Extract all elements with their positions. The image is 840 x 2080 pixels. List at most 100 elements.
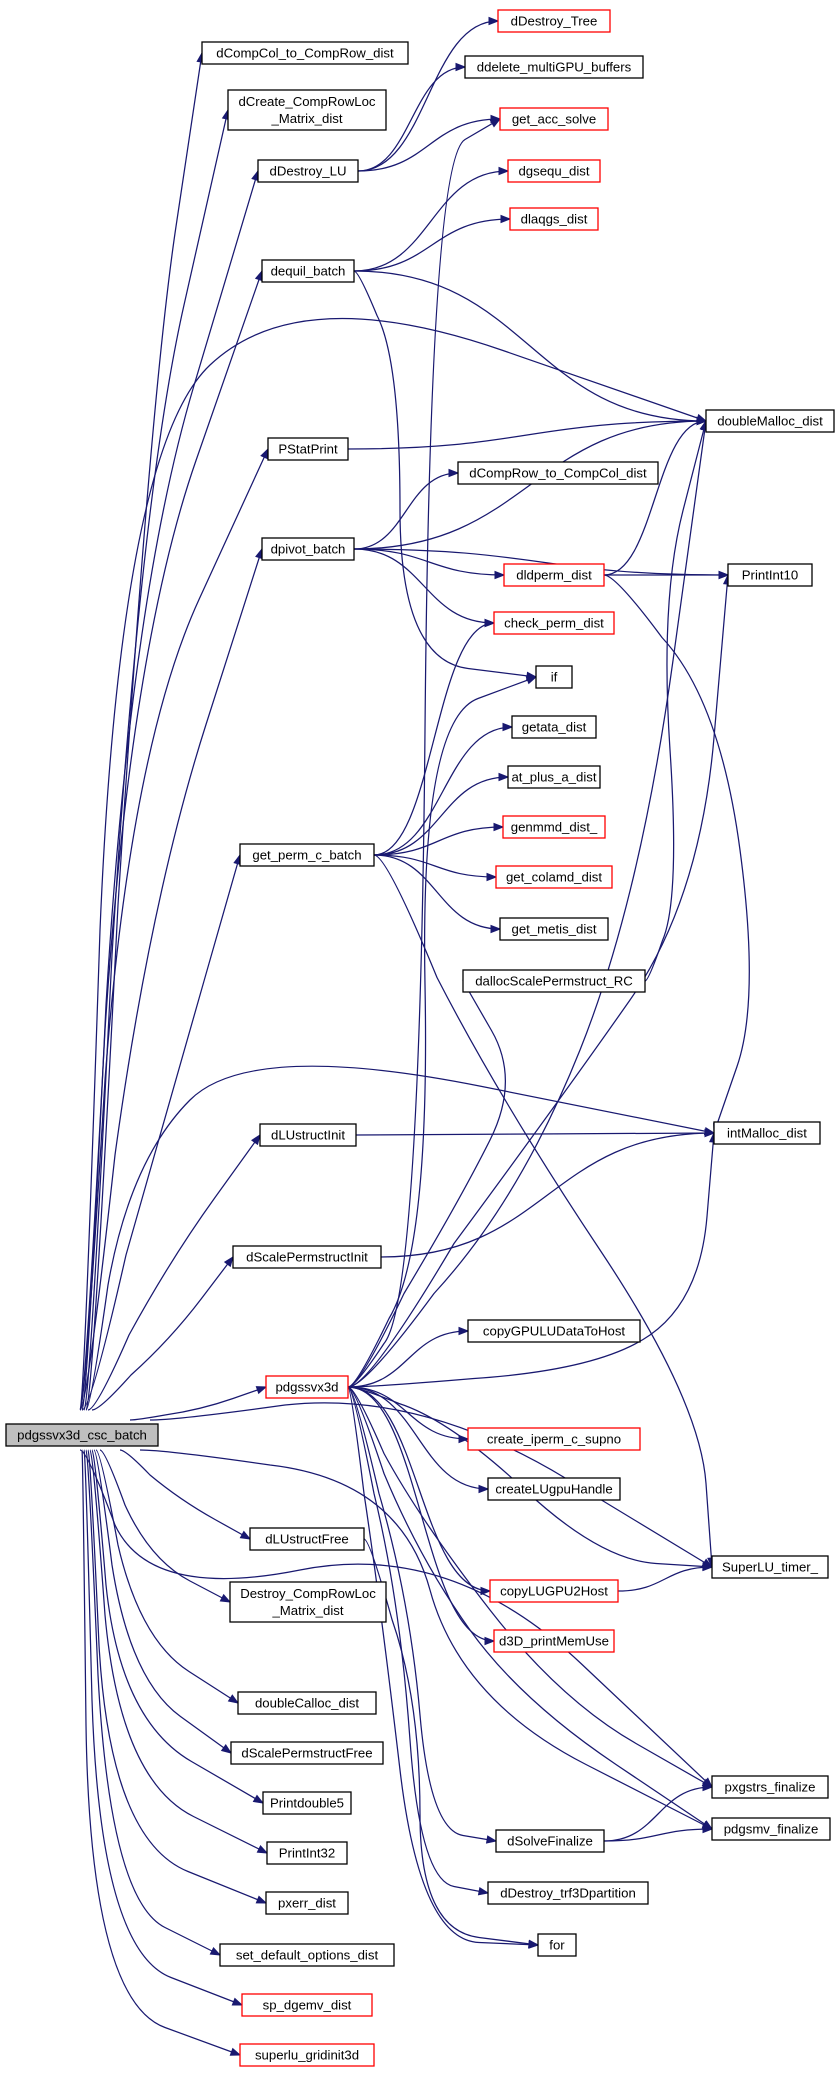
node-box — [241, 1993, 373, 2017]
node-box — [261, 537, 355, 561]
node-set-default-options[interactable]: set_default_options_dist — [219, 1943, 395, 1967]
node-label: ddelete_multiGPU_buffers — [477, 60, 632, 75]
node-label: PrintInt10 — [742, 568, 798, 583]
node-for-node[interactable]: for — [537, 1933, 577, 1957]
edge-pdgssvx3d-to-d-solve-finalize — [347, 1386, 498, 1844]
node-label: dScalePermstructInit — [246, 1250, 368, 1265]
node-dequil-batch[interactable]: dequil_batch — [261, 259, 355, 283]
node-box — [535, 665, 573, 689]
node-d-lustruct-init[interactable]: dLUstructInit — [259, 1123, 357, 1147]
node-box — [265, 1375, 349, 1399]
edge-dpivot-batch-to-d-comp-row-to-comp-col — [353, 468, 460, 550]
node-pstat-print[interactable]: PStatPrint — [267, 437, 349, 461]
node-dgsequ[interactable]: dgsequ_dist — [507, 159, 601, 183]
node-get-metis[interactable]: get_metis_dist — [499, 917, 609, 941]
node-box — [257, 159, 359, 183]
node-box — [227, 89, 387, 131]
node-copy-gpulu[interactable]: copyGPULUDataToHost — [467, 1319, 641, 1343]
node-box — [493, 1629, 615, 1653]
node-copy-lugpu2-host[interactable]: copyLUGPU2Host — [489, 1579, 619, 1603]
node-d3-dprint-mem-use[interactable]: d3D_printMemUse — [493, 1629, 615, 1653]
node-label: superlu_gridinit3d — [255, 2048, 359, 2063]
node-dpivot-batch[interactable]: dpivot_batch — [261, 537, 355, 561]
node-box — [487, 1477, 621, 1501]
edge-get-perm-cbatch-to-get-metis — [373, 854, 502, 934]
node-printdouble5[interactable]: Printdouble5 — [262, 1791, 352, 1815]
node-dldperm[interactable]: dldperm_dist — [503, 563, 605, 587]
node-sp-dgemv[interactable]: sp_dgemv_dist — [241, 1993, 373, 2017]
node-ddelete-multi-gpu[interactable]: ddelete_multiGPU_buffers — [464, 55, 644, 79]
node-d-comp-row-to-comp-col[interactable]: dCompRow_to_CompCol_dist — [457, 461, 659, 485]
node-pxerr[interactable]: pxerr_dist — [265, 1891, 349, 1915]
node-label: create_iperm_c_supno — [487, 1432, 621, 1447]
node-d-solve-finalize[interactable]: dSolveFinalize — [495, 1829, 605, 1853]
node-box — [507, 765, 601, 789]
node-d-create-comp-row-loc[interactable]: dCreate_CompRowLoc_Matrix_dist — [227, 89, 387, 131]
node-superlu-gridinit3d[interactable]: superlu_gridinit3d — [239, 2043, 375, 2067]
node-d-destroy-tree[interactable]: dDestroy_Tree — [497, 9, 611, 33]
node-double-calloc[interactable]: doubleCalloc_dist — [237, 1691, 377, 1715]
node-create-lugpu[interactable]: createLUgpuHandle — [487, 1477, 621, 1501]
node-d-destroy-trf3-d[interactable]: dDestroy_trf3Dpartition — [487, 1881, 649, 1905]
node-box — [230, 1741, 384, 1765]
node-label: dCompRow_to_CompCol_dist — [469, 466, 647, 481]
edge-get-perm-cbatch-to-getata — [373, 722, 514, 856]
node-label: doubleMalloc_dist — [717, 414, 823, 429]
node-label: dallocScalePermstruct_RC — [475, 974, 633, 989]
edge-root-to-d-scale-permstruct-free — [93, 1449, 233, 1754]
node-label: dequil_batch — [271, 264, 346, 279]
node-pxgstrs-finalize[interactable]: pxgstrs_finalize — [711, 1775, 829, 1799]
node-d-destroy-lu[interactable]: dDestroy_LU — [257, 159, 359, 183]
node-label: dDestroy_trf3Dpartition — [500, 1886, 636, 1901]
edge-root-to-d-scale-permstruct-init — [91, 1255, 234, 1411]
node-box — [511, 715, 597, 739]
node-pdgssvx3d[interactable]: pdgssvx3d — [265, 1375, 349, 1399]
node-box — [232, 1245, 382, 1269]
node-get-acc-solve[interactable]: get_acc_solve — [499, 107, 609, 131]
node-label: doubleCalloc_dist — [255, 1696, 359, 1711]
edge-dequil-batch-to-dgsequ — [353, 166, 510, 272]
node-pdgsmv-finalize[interactable]: pdgsmv_finalize — [711, 1817, 831, 1841]
edge-root-to-d-comp-col-to-comp-row — [85, 51, 205, 1411]
edge-root-to-dequil-batch — [79, 269, 263, 1411]
node-label: dSolveFinalize — [507, 1834, 593, 1849]
node-label: at_plus_a_dist — [511, 770, 596, 785]
edge-get-perm-cbatch-to-genmmd — [373, 822, 505, 856]
node-get-perm-cbatch[interactable]: get_perm_c_batch — [239, 843, 375, 867]
node-create-iperm-c[interactable]: create_iperm_c_supno — [467, 1427, 641, 1451]
node-superlu-timer[interactable]: SuperLU_timer_ — [711, 1555, 829, 1579]
edge-root-to-int-malloc — [85, 1065, 716, 1411]
node-box — [249, 1527, 365, 1551]
node-print-int32[interactable]: PrintInt32 — [266, 1841, 348, 1865]
node-d-scale-permstruct-free[interactable]: dScalePermstructFree — [230, 1741, 384, 1765]
node-label: dlaqgs_dist — [521, 212, 588, 227]
node-box — [239, 843, 375, 867]
node-if-node[interactable]: if — [535, 665, 573, 689]
node-dalloc-scale-permstruct[interactable]: dallocScalePermstruct_RC — [462, 969, 646, 993]
edge-root-to-set-default-options — [85, 1449, 222, 1956]
node-label: copyGPULUDataToHost — [483, 1324, 626, 1339]
node-at-plus-a[interactable]: at_plus_a_dist — [507, 765, 601, 789]
node-print-int10[interactable]: PrintInt10 — [727, 563, 813, 587]
node-get-colamd[interactable]: get_colamd_dist — [495, 865, 613, 889]
edge-root-to-pdgsmv-finalize — [139, 1449, 714, 1830]
node-getata[interactable]: getata_dist — [511, 715, 597, 739]
node-box — [495, 1829, 605, 1853]
node-d-scale-permstruct-init[interactable]: dScalePermstructInit — [232, 1245, 382, 1269]
node-label: intMalloc_dist — [727, 1126, 807, 1141]
edge-copy-lugpu2-host-to-superlu-timer — [617, 1562, 714, 1592]
node-int-malloc[interactable]: intMalloc_dist — [713, 1121, 821, 1145]
node-destroy-comp-row-loc[interactable]: Destroy_CompRowLoc_Matrix_dist — [229, 1581, 387, 1623]
node-label: dDestroy_LU — [270, 164, 347, 179]
node-box — [462, 969, 646, 993]
edge-get-perm-cbatch-to-check-perm — [373, 618, 496, 856]
node-check-perm[interactable]: check_perm_dist — [493, 611, 615, 635]
node-root: pdgssvx3d_csc_batch — [5, 1423, 159, 1447]
edge-root-to-printdouble5 — [91, 1449, 265, 1804]
node-double-malloc[interactable]: doubleMalloc_dist — [705, 409, 835, 433]
node-d-comp-col-to-comp-row[interactable]: dCompCol_to_CompRow_dist — [201, 41, 409, 65]
node-label: _Matrix_dist — [271, 1603, 343, 1618]
node-genmmd[interactable]: genmmd_dist_ — [502, 815, 606, 839]
node-dlaqgs[interactable]: dlaqgs_dist — [509, 207, 599, 231]
node-d-lustruct-free[interactable]: dLUstructFree — [249, 1527, 365, 1551]
